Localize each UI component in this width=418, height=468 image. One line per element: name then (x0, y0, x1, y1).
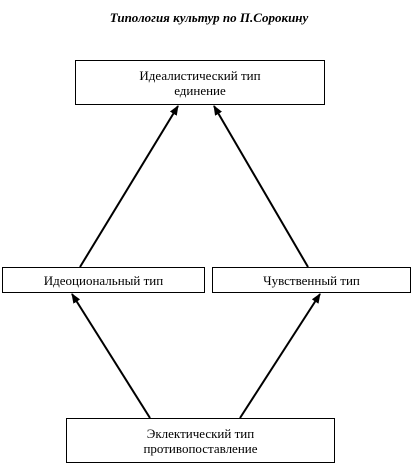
arrow-bottom-to-right (239, 293, 321, 419)
arrow-right-to-top (213, 105, 309, 268)
node-eclectic-type-label: Эклектический тип (146, 425, 255, 441)
arrow-bottom-to-left (71, 293, 151, 419)
node-eclectic-type: Эклектический тип противопоставление (66, 418, 335, 463)
node-idealistic-type-sublabel: единение (174, 82, 226, 98)
node-sensate-type: Чувственный тип (212, 267, 411, 293)
node-eclectic-type-sublabel: противопоставление (143, 440, 258, 456)
node-ideational-type-label: Идеоциональный тип (43, 272, 164, 288)
diagram-title: Типология культур по П.Сорокину (109, 10, 309, 25)
node-idealistic-type: Идеалистический тип единение (75, 60, 325, 105)
arrow-left-to-top (79, 105, 179, 268)
node-idealistic-type-label: Идеалистический тип (139, 67, 261, 83)
node-sensate-type-label: Чувственный тип (263, 272, 360, 288)
node-ideational-type: Идеоциональный тип (2, 267, 205, 293)
